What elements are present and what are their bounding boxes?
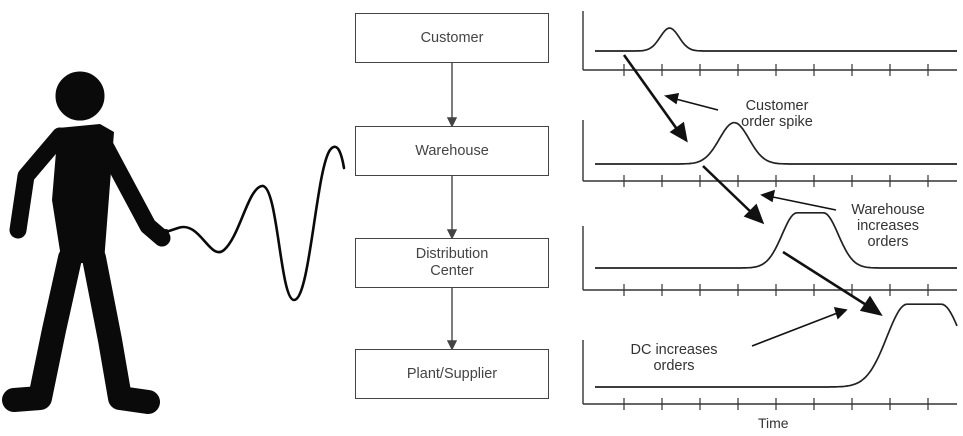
stage-box-distribution-center: Distribution Center	[355, 238, 549, 288]
propagation-arrows	[622, 54, 883, 316]
stage-label-warehouse: Warehouse	[415, 142, 489, 159]
warehouse-pointer	[767, 195, 837, 211]
propagation-arrow-3-head	[859, 295, 883, 316]
person-right-arm	[93, 131, 171, 247]
propagation-arrow-2-head	[743, 203, 765, 225]
propagation-arrow-2	[702, 165, 755, 216]
person-right-leg	[82, 246, 160, 414]
customer-spike-pointer-head	[663, 93, 680, 105]
annotation-line: order spike	[741, 114, 813, 130]
stage-box-warehouse: Warehouse	[355, 126, 549, 176]
order-curve-customer	[595, 27, 957, 52]
person-left-arm	[9, 127, 69, 239]
annotation-customer-spike: Customer order spike	[722, 98, 832, 130]
order-curve-plant-supplier	[595, 303, 958, 388]
person-torso	[52, 124, 114, 264]
person-head	[55, 71, 105, 121]
connector-3-arrowhead	[446, 340, 458, 351]
stage-label-plant-supplier: Plant/Supplier	[406, 365, 498, 382]
order-curve-distribution-center	[595, 211, 957, 269]
dc-pointer	[751, 311, 841, 347]
stage-box-customer: Customer	[355, 13, 549, 63]
person-silhouette	[2, 71, 171, 414]
annotation-line: Customer	[745, 98, 809, 114]
annotation-pointers	[663, 93, 848, 347]
x-axis-label: Time	[758, 415, 789, 431]
order-charts	[582, 11, 958, 410]
customer-spike-pointer	[671, 97, 719, 111]
annotation-warehouse-increase: Warehouse increases orders	[840, 202, 936, 250]
stage-box-plant-supplier: Plant/Supplier	[355, 349, 549, 399]
order-curve-warehouse	[595, 121, 957, 165]
propagation-arrow-3	[782, 250, 872, 310]
stage-label-customer: Customer	[420, 29, 484, 46]
annotation-line: orders	[867, 234, 909, 250]
stage-connectors	[446, 63, 458, 351]
annotation-line: increases	[856, 218, 920, 234]
propagation-arrow-1	[622, 54, 681, 133]
stage-label-distribution-center: Distribution Center	[415, 246, 489, 279]
dc-pointer-head	[833, 306, 848, 320]
annotation-line: Warehouse	[851, 202, 925, 218]
annotation-line: DC increases	[630, 342, 718, 358]
warehouse-pointer-head	[760, 189, 776, 203]
propagation-arrow-1-head	[669, 121, 688, 143]
annotation-line: orders	[653, 358, 695, 374]
person-left-leg	[2, 246, 82, 412]
annotation-dc-increase: DC increases orders	[614, 342, 734, 374]
whip	[164, 145, 346, 302]
person-hand	[153, 229, 169, 239]
connector-1-arrowhead	[446, 117, 458, 128]
connector-2-arrowhead	[446, 229, 458, 240]
